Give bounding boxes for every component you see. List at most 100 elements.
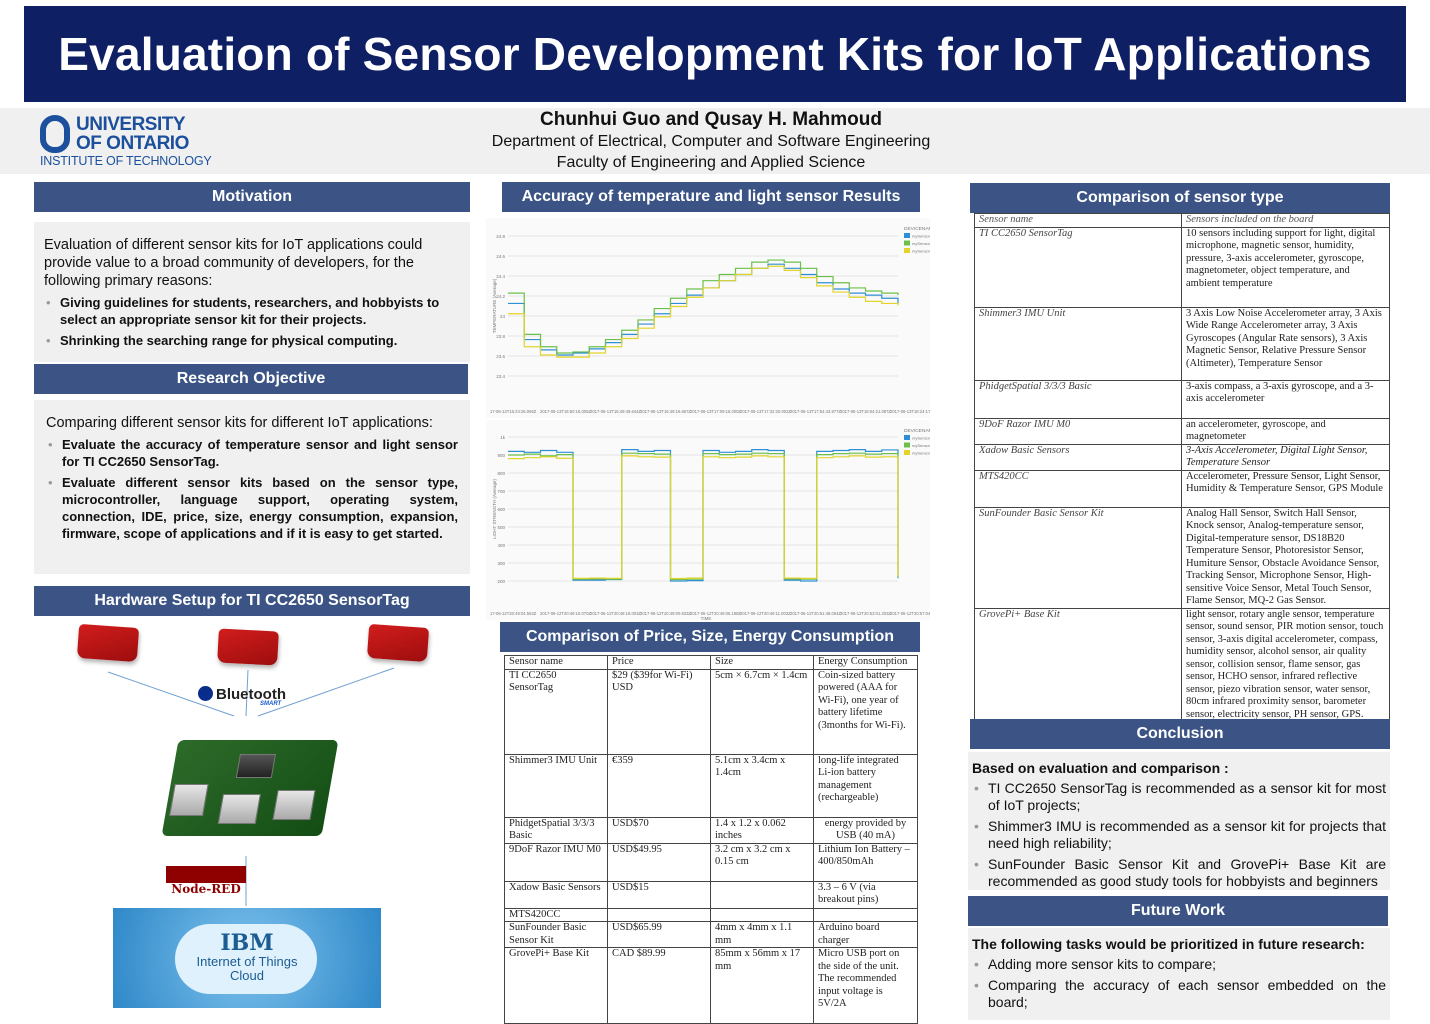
list-item: SunFounder Basic Sensor Kit and GrovePi+… (972, 856, 1386, 890)
table-cell: MTS420CC (974, 469, 1182, 508)
table-cell: GrovePi+ Base Kit (504, 947, 608, 1024)
y-tick-label: 23.8 (496, 334, 505, 339)
table-cell: Xadow Basic Sensors (974, 443, 1182, 471)
list-item: Evaluate the accuracy of temperature sen… (46, 436, 458, 470)
table-cell: USD$65.99 (607, 921, 711, 948)
table-cell: $29 ($39for Wi-Fi) USD (607, 668, 711, 755)
table-cell: energy provided by USB (40 mA) (813, 816, 918, 844)
y-tick-label: 23.6 (496, 354, 505, 359)
motivation-intro: Evaluation of different sensor kits for … (44, 237, 423, 289)
column-header: Sensor name (504, 655, 608, 670)
column-header: Sensors included on the board (1181, 213, 1390, 228)
y-tick-label: 24 (500, 314, 506, 319)
author-band (0, 108, 1430, 174)
accuracy-heading: Accuracy of temperature and light sensor… (502, 182, 920, 212)
author-names: Chunhui Guo and Qusay H. Mahmoud (540, 109, 882, 130)
future-heading: Future Work (968, 896, 1388, 926)
column-header: Price (607, 655, 711, 670)
table-cell: an accelerometer, gyroscope, and magneto… (1181, 417, 1390, 445)
conclusion-heading: Conclusion (970, 719, 1390, 749)
conclusion-list: TI CC2650 SensorTag is recommended as a … (972, 780, 1386, 890)
legend-swatch (904, 240, 910, 246)
x-axis-label: TIME (701, 616, 712, 620)
y-tick-label: 700 (497, 489, 505, 494)
raspberry-pi-board (161, 740, 339, 836)
x-tick-label: 2017-06-12T20:53:01.203Z (840, 611, 891, 616)
y-tick-label: 200 (497, 579, 505, 584)
column-header: Size (710, 655, 814, 670)
table-cell: PhidgetSpatial 3/3/3 Basic (974, 379, 1182, 419)
department: Department of Electrical, Computer and S… (491, 133, 931, 150)
table-cell: 3 Axis Low Noise Accelerometer array, 3 … (1181, 306, 1390, 381)
price-table: Sensor name Price Size Energy Consumptio… (504, 655, 918, 1024)
x-tick-label: 2017-06-12T20:48:18.003Z (590, 611, 641, 616)
y-tick-label: 900 (497, 453, 505, 458)
list-item: Evaluate different sensor kits based on … (46, 474, 458, 542)
table-cell: TI CC2650 SensorTag (504, 668, 608, 755)
faculty: Faculty of Engineering and Applied Scien… (556, 154, 866, 171)
objective-intro: Comparing different sensor kits for diff… (46, 415, 433, 431)
bluetooth-label: Bluetooth (216, 686, 286, 703)
x-tick-label: 2017-06-13T17:32:20.002Z (740, 409, 791, 414)
list-item: Comparing the accuracy of each sensor em… (972, 977, 1386, 1011)
series-line-mySensorTag03 (508, 265, 899, 358)
x-tick-label: 2017-06-13T16:50:16.005Z (540, 409, 591, 414)
table-cell: 3-Axis Accelerometer, Digital Light Sens… (1181, 443, 1390, 471)
table-cell: Analog Hall Sensor, Switch Hall Sensor, … (1181, 506, 1390, 609)
series-line-mySensorTag02 (508, 452, 899, 581)
table-cell: €359 (607, 753, 711, 818)
objective-heading: Research Objective (34, 364, 468, 394)
objective-list: Evaluate the accuracy of temperature sen… (46, 436, 458, 542)
price-heading: Comparison of Price, Size, Energy Consum… (500, 622, 920, 652)
table-cell: CAD $89.99 (607, 947, 711, 1024)
x-tick-label: 2017-06-13T18:24:17.889Z (890, 409, 930, 414)
y-tick-label: 24.6 (496, 254, 505, 259)
usb-port (272, 790, 316, 820)
x-tick-label: 2017-06-12T20:51:48.064Z (790, 611, 841, 616)
poster-title: Evaluation of Sensor Development Kits fo… (24, 6, 1406, 102)
x-tick-label: 2017-06-12T20:57:04.002Z (890, 611, 930, 616)
table-cell (710, 907, 814, 922)
future-list: Adding more sensor kits to compare; Comp… (972, 956, 1386, 1011)
table-row: MTS420CC (504, 907, 918, 922)
series-line-mySensorTag01 (508, 263, 899, 356)
x-tick-label: 2017-06-13T17:09:16.000Z (690, 409, 741, 414)
future-panel: The following tasks would be prioritized… (968, 928, 1390, 1020)
table-cell: 3-axis compass, a 3-axis gyroscope, and … (1181, 379, 1390, 419)
node-red-logo: Node-RED (166, 866, 246, 896)
conclusion-intro: Based on evaluation and comparison : (972, 760, 1229, 776)
ethernet-port (169, 784, 209, 816)
bluetooth-smart-label: SMART (260, 701, 282, 707)
table-cell: 5.1cm x 3.4cm x 1.4cm (710, 753, 814, 818)
table-cell: USD$49.95 (607, 842, 711, 882)
x-tick-label: 2017-06-12T20:49:10.070Z (540, 611, 591, 616)
legend-entry: mySensorTag03 (912, 249, 930, 254)
conclusion-panel: Based on evaluation and comparison : TI … (968, 752, 1390, 890)
motivation-heading: Motivation (34, 182, 470, 212)
table-cell: 3.3 – 6 V (via breakout pins) (813, 880, 918, 909)
motivation-panel: Evaluation of different sensor kits for … (34, 222, 470, 362)
table-cell: light sensor, rotary angle sensor, tempe… (1181, 607, 1390, 722)
motivation-list: Giving guidelines for students, research… (44, 294, 456, 349)
table-cell (813, 907, 918, 922)
university-logo: UNIVERSITY OF ONTARIO INSTITUTE OF TECHN… (38, 113, 212, 169)
table-cell: Lithium Ion Battery – 400/850mAh (813, 842, 918, 882)
y-tick-label: 24.2 (496, 294, 505, 299)
sensor-type-heading: Comparison of sensor type (970, 183, 1390, 213)
list-item: Adding more sensor kits to compare; (972, 956, 1386, 973)
y-tick-label: 24.8 (496, 234, 505, 239)
table-cell: USD$70 (607, 816, 711, 844)
table-cell: USD$15 (607, 880, 711, 909)
table-cell: 5cm × 6.7cm × 1.4cm (710, 668, 814, 755)
sensor-type-table: Sensor name Sensors included on the boar… (974, 213, 1390, 722)
